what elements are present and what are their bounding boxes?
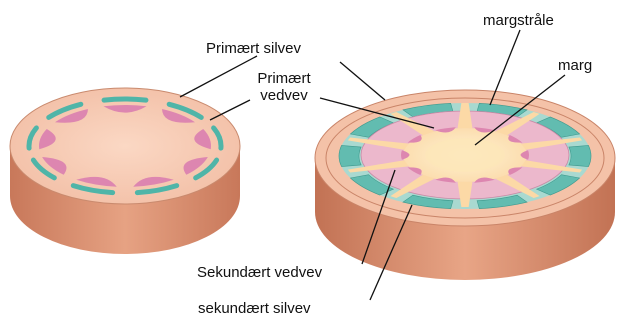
label-primary-xylem-line2: vedvev bbox=[244, 87, 324, 104]
leader-primary-phloem-right bbox=[340, 62, 385, 100]
label-ray: margstråle bbox=[483, 12, 554, 29]
label-pith: marg bbox=[558, 57, 592, 74]
label-secondary-phloem: sekundært silvev bbox=[198, 300, 311, 317]
secondary-phloem-block bbox=[339, 145, 361, 166]
primary-stem bbox=[10, 88, 240, 254]
label-primary-xylem-line1: Primært bbox=[244, 70, 324, 87]
secondary-stem bbox=[315, 90, 615, 280]
label-secondary-xylem: Sekundært vedvev bbox=[197, 264, 322, 281]
primary-phloem-strand bbox=[104, 99, 146, 100]
label-primary-xylem: Primært vedvev bbox=[244, 70, 324, 104]
pith-center bbox=[425, 138, 505, 172]
label-primary-phloem: Primært silvev bbox=[206, 40, 301, 57]
secondary-phloem-block bbox=[569, 145, 591, 166]
